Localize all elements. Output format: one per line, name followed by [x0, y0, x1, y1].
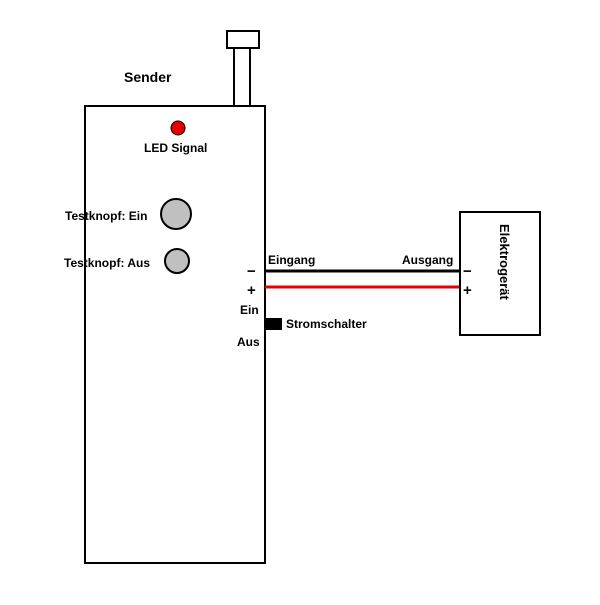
device-minus-sign: − — [463, 263, 472, 280]
input-label: Eingang — [268, 253, 315, 267]
device-plus-sign: + — [463, 282, 472, 299]
test-button-off-label: Testknopf: Aus — [64, 256, 150, 270]
sender-plus-sign: + — [247, 282, 256, 299]
switch-on-label: Ein — [240, 303, 259, 317]
test-button-on[interactable] — [160, 198, 192, 230]
power-switch-label: Stromschalter — [286, 317, 367, 331]
output-label: Ausgang — [402, 253, 453, 267]
antenna-cap — [226, 30, 260, 49]
sender-minus-sign: − — [247, 263, 256, 280]
power-switch[interactable] — [265, 318, 282, 330]
sender-title: Sender — [124, 69, 172, 85]
switch-off-label: Aus — [237, 335, 260, 349]
antenna-rod — [233, 47, 251, 107]
led-indicator — [170, 120, 186, 136]
device-box — [459, 211, 541, 336]
test-button-off[interactable] — [164, 248, 190, 274]
device-label: Elektrogerät — [497, 224, 512, 301]
led-label: LED Signal — [144, 141, 207, 155]
test-button-on-label: Testknopf: Ein — [65, 209, 147, 223]
sender-housing — [84, 105, 266, 564]
antenna — [226, 30, 260, 107]
